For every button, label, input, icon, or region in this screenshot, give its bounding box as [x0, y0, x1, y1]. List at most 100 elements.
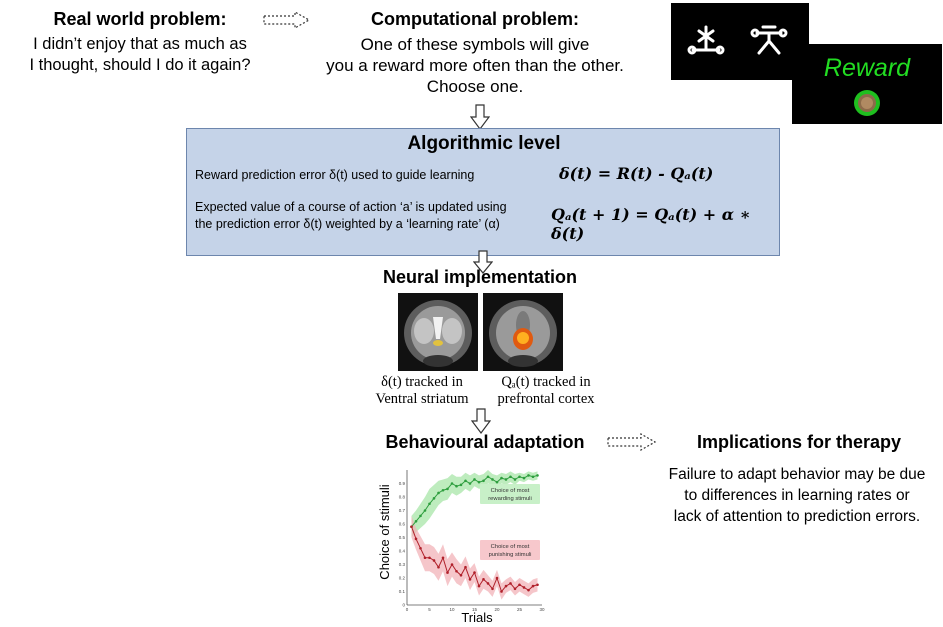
striatum-caption-line1: δ(t) tracked in	[381, 374, 463, 390]
real-world-line1: I didn’t enjoy that as much as	[33, 35, 247, 53]
chart-point-punishing	[473, 571, 476, 574]
chart-point-punishing	[419, 547, 422, 550]
chart-point-punishing	[410, 525, 413, 528]
chart-point-rewarding	[509, 475, 512, 479]
chart-y-tick-label: 0.3	[399, 562, 406, 567]
chart-y-tick-label: 0.9	[399, 481, 406, 486]
chart-y-tick-label: 0.6	[399, 522, 406, 527]
chart-point-rewarding	[459, 483, 463, 487]
chart-x-tick-label: 15	[472, 607, 478, 612]
algorithmic-level-box: Algorithmic level Reward prediction erro…	[186, 128, 780, 256]
striatum-caption: δ(t) tracked in Ventral striatum	[360, 374, 484, 408]
computational-problem: Computational problem: One of these symb…	[290, 8, 660, 97]
chart-y-tick-label: 0.4	[399, 549, 406, 554]
chart-point-rewarding	[477, 480, 481, 484]
down-arrow-icon	[473, 250, 493, 274]
computational-line2: you a reward more often than the other.	[326, 56, 624, 75]
chart-point-punishing	[441, 556, 445, 560]
chart-legend-label-punishing: punishing stimuli	[489, 552, 532, 558]
chart-point-rewarding	[513, 478, 517, 481]
therapy-text: Failure to adapt behavior may be due to …	[652, 464, 942, 527]
chart-point-punishing	[414, 537, 418, 541]
chart-point-punishing	[491, 587, 494, 591]
chart-point-punishing	[518, 583, 521, 587]
chart-point-punishing	[428, 556, 431, 560]
symbol-stimuli-panel	[671, 3, 809, 80]
chart-point-punishing	[522, 586, 526, 589]
chart-point-rewarding	[491, 478, 494, 481]
real-world-line2: I thought, should I do it again?	[29, 56, 251, 74]
chart-point-punishing	[486, 582, 490, 585]
chart-y-tick-label: 0.8	[399, 495, 406, 500]
chart-y-tick-label: 0.5	[399, 535, 406, 540]
chart-point-punishing	[432, 559, 436, 562]
chart-point-rewarding	[536, 474, 539, 477]
chart-band-punishing	[411, 515, 538, 600]
chart-point-punishing	[504, 584, 508, 588]
chart-point-rewarding	[450, 482, 454, 485]
chart-x-tick-label: 5	[428, 607, 431, 612]
chart-point-punishing	[477, 584, 481, 588]
chart-point-rewarding	[482, 479, 485, 483]
prefrontal-caption: Qₐ(t) tracked in prefrontal cortex	[480, 374, 612, 408]
real-world-problem: Real world problem: I didn’t enjoy that …	[0, 8, 280, 76]
brain-scan-striatum-icon	[398, 293, 478, 371]
neural-title: Neural implementation	[382, 267, 578, 287]
chart-xlabel: Trials	[461, 610, 493, 625]
chart-y-tick-label: 0.1	[399, 589, 406, 594]
chart-point-rewarding	[468, 482, 472, 485]
reward-coin-icon	[854, 90, 880, 116]
chart-point-punishing	[495, 576, 499, 580]
stimulus-symbols-icon	[687, 25, 788, 55]
chart-y-tick-label: 0	[402, 603, 405, 608]
down-arrow-icon	[471, 408, 491, 434]
chart-legend-box-rewarding	[480, 484, 540, 504]
striatum-caption-line2: Ventral striatum	[375, 391, 469, 407]
chart-point-punishing	[464, 565, 467, 569]
chart-point-punishing	[468, 578, 472, 581]
real-world-heading: Real world problem:	[53, 9, 227, 29]
chart-point-rewarding	[486, 475, 490, 479]
chart-point-rewarding	[522, 476, 526, 480]
chart-ylabel: Choice of stimuli	[377, 484, 392, 579]
chart-point-rewarding	[414, 520, 418, 523]
computational-line3: Choose one.	[426, 77, 524, 96]
chart-point-rewarding	[518, 475, 521, 479]
chart-point-rewarding	[441, 488, 445, 492]
chart-x-tick-label: 20	[494, 607, 500, 612]
chart-point-rewarding	[527, 474, 530, 477]
algorithmic-desc2-line2: the prediction error δ(t) weighted by a …	[195, 217, 500, 231]
chart-point-punishing	[446, 571, 449, 574]
chart-point-rewarding	[437, 491, 440, 495]
chart-point-punishing	[450, 563, 454, 566]
reward-label: Reward	[823, 54, 911, 82]
chart-point-punishing	[531, 584, 535, 588]
chart-point-punishing	[482, 578, 485, 581]
down-arrow-icon	[470, 104, 490, 130]
chart-legend-label-rewarding: rewarding stimuli	[488, 496, 532, 502]
chart-x-tick-label: 0	[406, 607, 409, 612]
chart-point-punishing	[536, 583, 539, 587]
chart-point-rewarding	[432, 497, 436, 500]
therapy-line3: lack of attention to prediction errors.	[673, 508, 921, 525]
chart-point-punishing	[527, 588, 530, 592]
chart-x-tick-label: 30	[539, 607, 545, 612]
algorithmic-desc1: Reward prediction error δ(t) used to gui…	[195, 168, 475, 182]
equation-value-update: Qₐ(t + 1) = Qₐ(t) + α ∗ δ(t)	[551, 205, 751, 243]
chart-point-punishing	[500, 590, 503, 593]
equation-prediction-error: δ(t) = R(t) - Qₐ(t)	[559, 164, 714, 183]
chart-point-punishing	[509, 582, 512, 585]
chart-legend-box-punishing	[480, 540, 540, 560]
chart-point-punishing	[437, 565, 440, 569]
chart-point-rewarding	[495, 480, 499, 484]
chart-point-rewarding	[500, 476, 503, 480]
chart-point-rewarding	[428, 502, 431, 506]
chart-x-tick-label: 25	[517, 607, 523, 612]
chart-point-rewarding	[473, 478, 476, 481]
dotted-arrow-right-icon	[607, 433, 657, 451]
chart-legend-label-rewarding: Choice of most	[491, 488, 530, 494]
chart-point-punishing	[459, 574, 463, 577]
brain-scan-prefrontal-icon	[483, 293, 563, 371]
chart-point-punishing	[455, 569, 458, 573]
